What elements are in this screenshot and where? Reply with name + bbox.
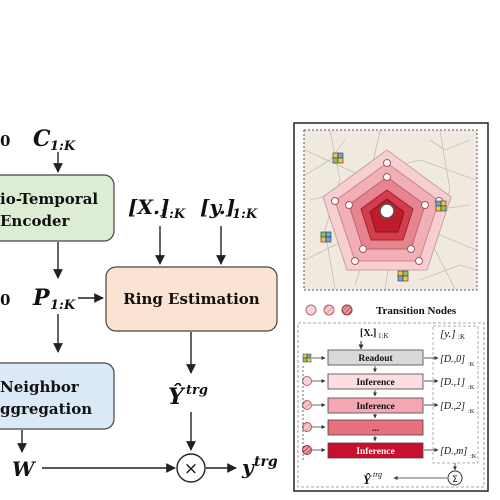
output-arrows — [424, 356, 439, 452]
edge-zero-top: 0 — [0, 132, 10, 150]
output-d2: [D.,2] — [440, 401, 465, 412]
label-x: [X.] — [128, 195, 169, 219]
label-p: P — [32, 285, 51, 311]
neighbor-aggregation-box — [0, 362, 115, 430]
encoder-line2: Encoder — [0, 212, 71, 230]
row-input-icons — [302, 353, 312, 455]
output-column-frame — [432, 325, 479, 464]
inference-box-ellipsis — [327, 419, 424, 436]
inference-label-1: Inference — [356, 378, 394, 388]
row2-node-icon — [302, 400, 312, 410]
spatio-temporal-encoder-box — [0, 174, 115, 242]
output-d1-sub: :K — [468, 384, 475, 391]
sum-symbol: Σ — [452, 475, 458, 485]
sum-node — [447, 470, 463, 486]
label-yy: [y.] — [200, 195, 235, 219]
inference-label-2: Inference — [356, 402, 394, 412]
ring-estimation-label: Ring Estimation — [123, 290, 260, 308]
output-d0: [D.,0] — [440, 354, 465, 365]
row-input-connectors — [302, 356, 326, 462]
transition-nodes-legend: Transition Nodes — [305, 304, 457, 317]
row0-grid-icon — [302, 353, 312, 363]
row3-node-icon — [302, 422, 312, 432]
label-yhat-sup: trg — [186, 383, 208, 398]
legend-node-light — [305, 304, 317, 316]
readout-box — [327, 349, 424, 366]
output-d1: [D.,1] — [440, 377, 465, 388]
panel-yhat: Ŷ — [363, 472, 372, 487]
ring-map — [303, 129, 478, 291]
output-d0-sub: :K — [468, 361, 475, 368]
label-y-output: y — [241, 455, 255, 479]
legend-label: Transition Nodes — [376, 305, 457, 317]
inference-box-1 — [327, 373, 424, 390]
label-p-sub: 1:K — [50, 298, 76, 313]
multiply-node — [176, 453, 206, 483]
inference-frame — [297, 322, 485, 488]
inference-rows: Readout Inference Inference ... Inferenc… — [327, 349, 424, 459]
edge-zero-mid: 0 — [0, 291, 10, 309]
label-c: C — [33, 126, 51, 152]
output-d2-sub: :K — [468, 408, 475, 415]
vertex-grid-icons — [320, 152, 447, 282]
inference-input-x: [X.] — [360, 328, 376, 339]
label-y-output-sup: trg — [254, 454, 278, 470]
output-dm: [D.,m] — [440, 446, 467, 457]
output-dm-sub: :K — [470, 453, 477, 460]
inference-label-ellipsis: ... — [372, 424, 379, 434]
inference-box-2 — [327, 397, 424, 414]
inference-input-y-sub: :K — [458, 333, 465, 341]
row1-node-icon — [302, 376, 312, 386]
inference-box-m — [327, 442, 424, 459]
readout-label: Readout — [358, 354, 393, 364]
neighbor-line1: Neighbor — [0, 378, 80, 396]
label-w: W — [12, 457, 37, 481]
inference-input-y: [y.] — [440, 328, 456, 340]
label-c-sub: 1:K — [50, 139, 76, 154]
ring-estimation-box — [105, 266, 278, 332]
panel-yhat-sup: trg — [373, 470, 382, 479]
row4-node-icon — [302, 445, 312, 455]
inference-input-x-sub: 1:K — [378, 332, 389, 340]
legend-node-dark — [341, 304, 353, 316]
inference-label-m: Inference — [356, 447, 394, 457]
center-node — [379, 203, 395, 219]
label-yy-sub: 1:K — [232, 207, 258, 222]
label-x-sub: 1:K — [160, 207, 186, 222]
neighbor-line2: ggregation — [0, 400, 92, 418]
legend-node-mid — [323, 304, 335, 316]
encoder-line1: io-Temporal — [0, 190, 98, 208]
multiply-symbol: × — [184, 459, 198, 479]
label-yhat: Ŷ — [168, 383, 186, 410]
